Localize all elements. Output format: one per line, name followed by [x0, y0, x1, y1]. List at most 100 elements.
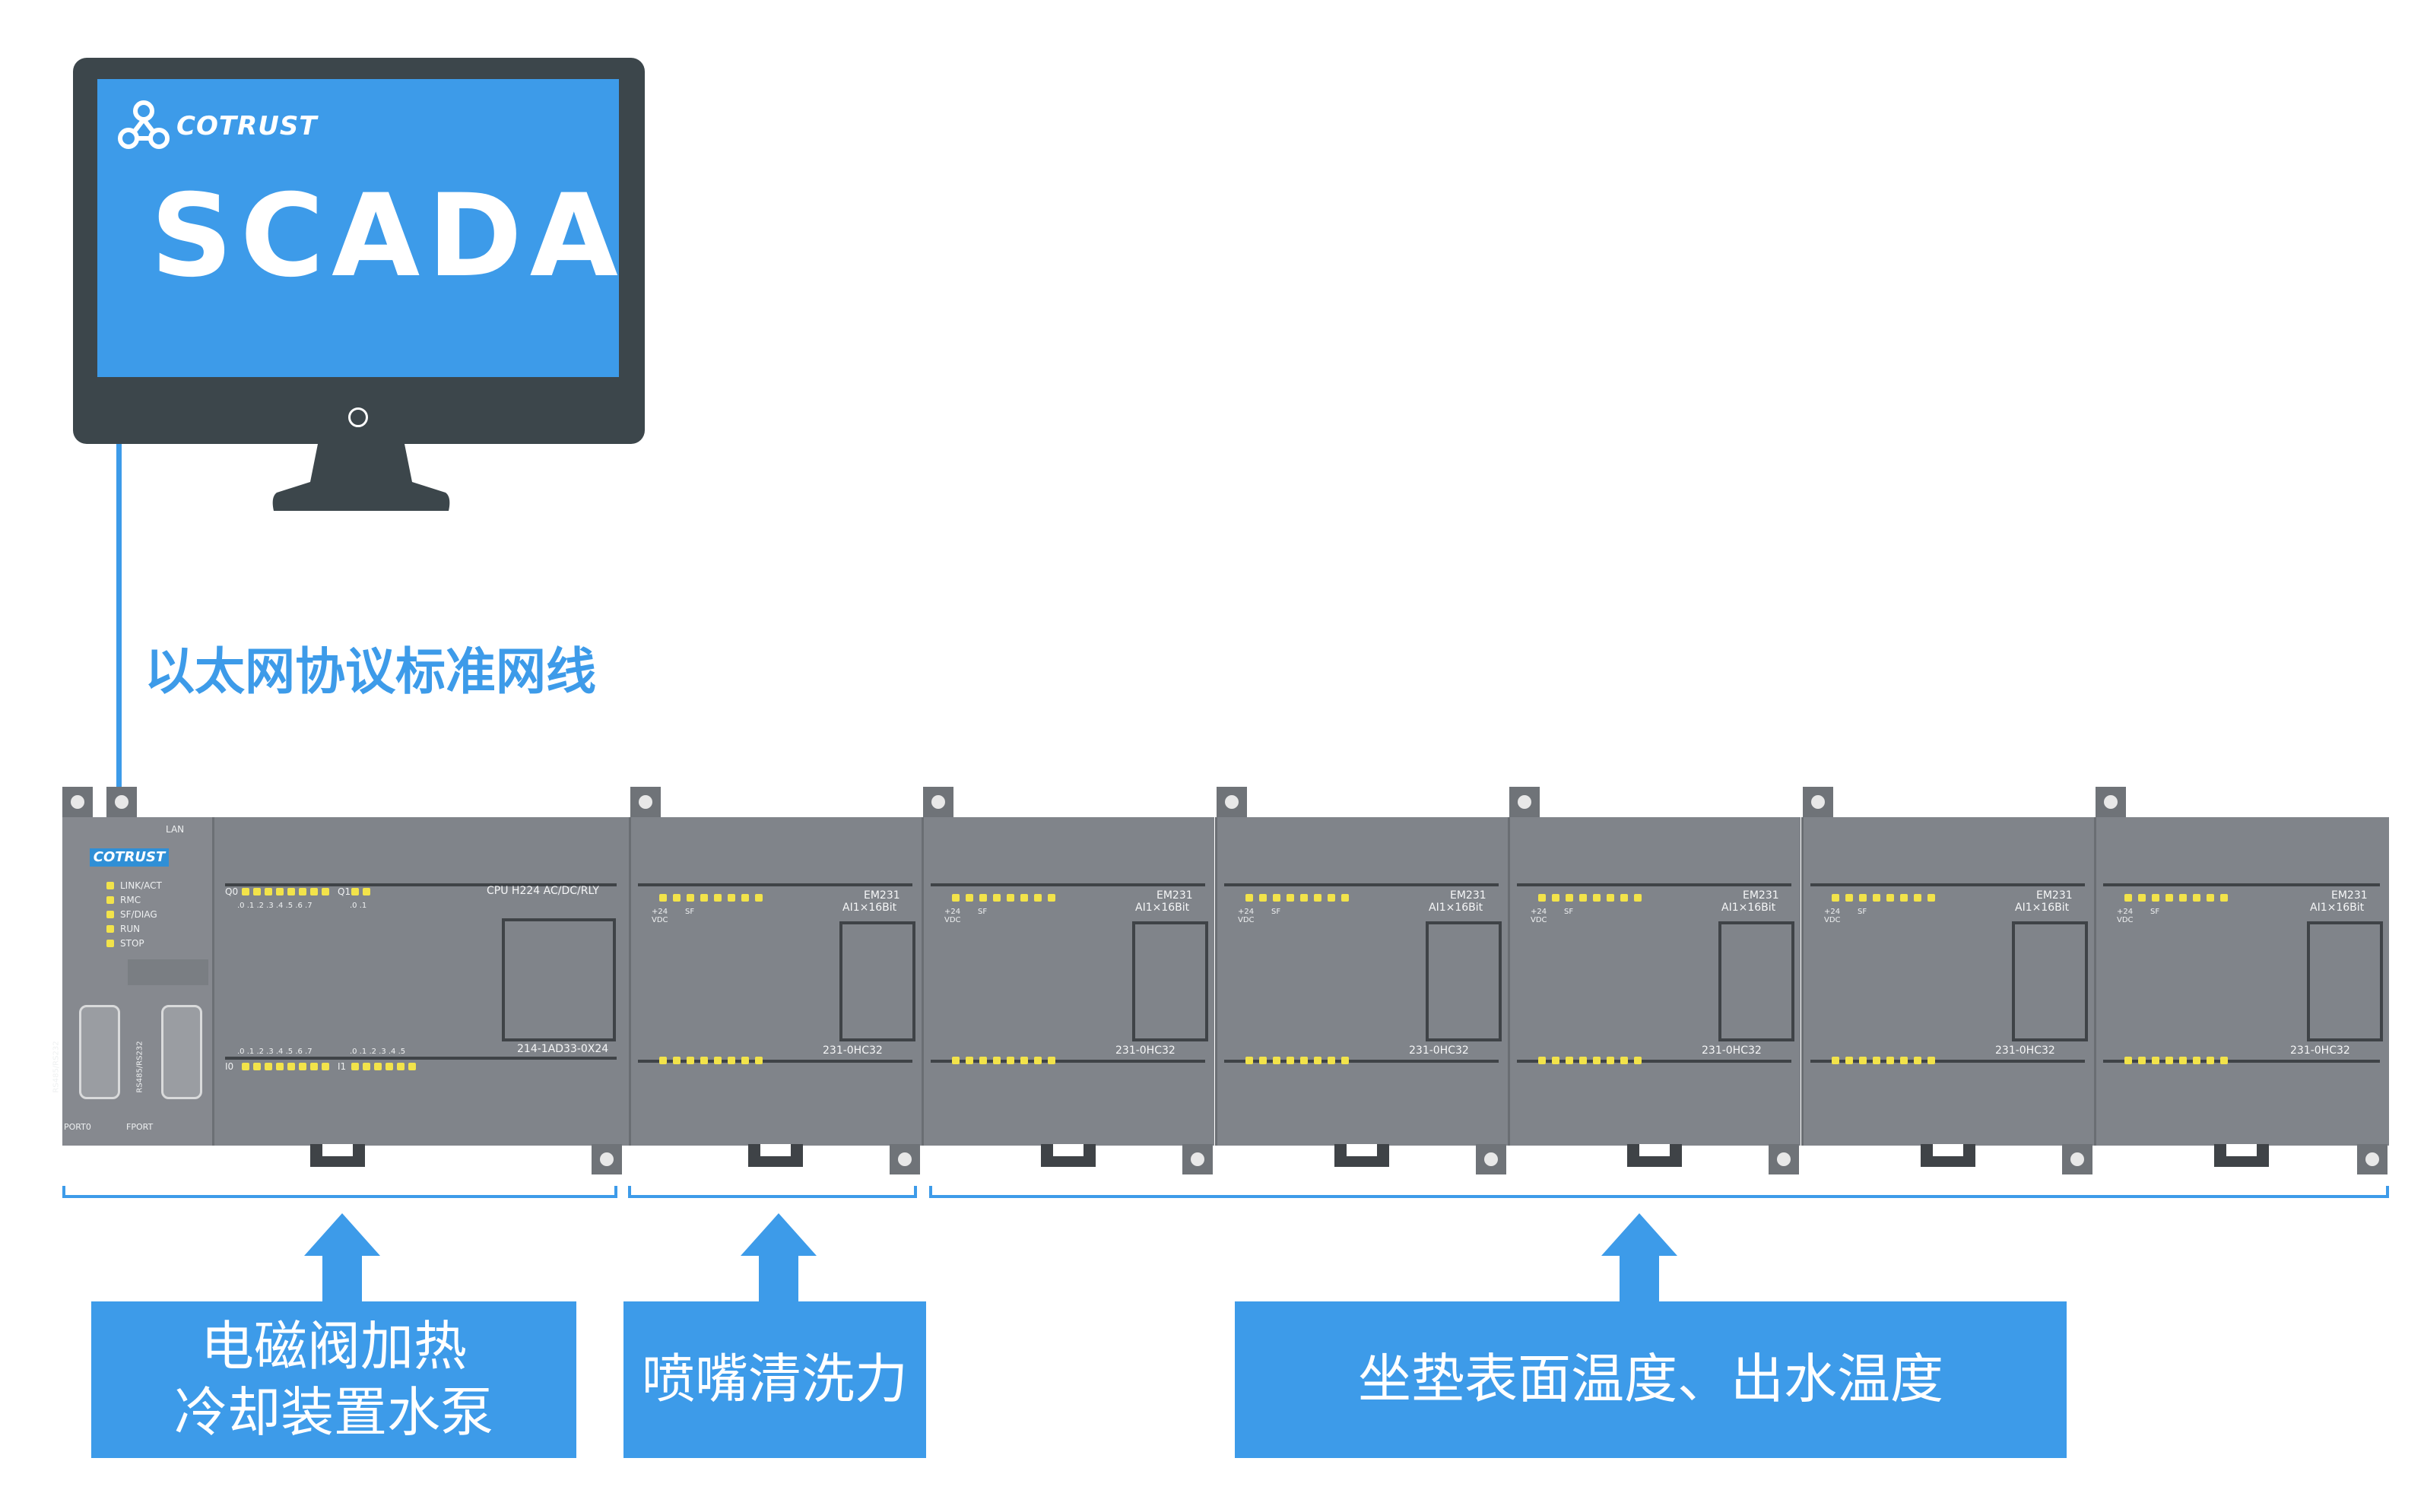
status-led-label: SF/DIAG	[120, 908, 157, 920]
mount-tab	[1476, 1144, 1506, 1174]
module-window	[1132, 921, 1208, 1041]
module-top-strip	[1224, 883, 1499, 886]
cpu-cover	[128, 959, 208, 985]
module-top-strip	[638, 883, 912, 886]
mount-tab	[630, 787, 661, 817]
mount-tab	[2096, 787, 2126, 817]
module-foot	[2214, 1144, 2269, 1167]
i1-label: I1	[338, 1061, 347, 1072]
expansion-module	[1801, 817, 2094, 1146]
module-spec: AI1×16Bit	[2310, 902, 2365, 914]
module-top-led-row	[1245, 894, 1349, 902]
module-top-led-row	[659, 894, 763, 902]
module-vdc-label: +24 VDC	[1238, 908, 1255, 924]
module-part-number: 231-0HC32	[823, 1044, 883, 1057]
module-spec: AI1×16Bit	[1429, 902, 1483, 914]
mount-tab	[890, 1144, 920, 1174]
fport-connector[interactable]	[161, 1005, 202, 1099]
module-bottom-strip	[2103, 1060, 2380, 1063]
bracket-module1	[628, 1186, 917, 1198]
module-spec: AI1×16Bit	[1721, 902, 1776, 914]
led	[106, 895, 114, 904]
bracket-cpu	[62, 1186, 617, 1198]
cotrust-logo-icon	[118, 100, 170, 149]
q1-digits: .0 .1	[350, 902, 367, 910]
status-led-label: RMC	[120, 894, 141, 905]
module-bottom-led-row	[2124, 1057, 2228, 1064]
label-group2: 喷嘴清洗力	[623, 1301, 926, 1458]
module-top-strip	[1517, 883, 1791, 886]
fport-side-label: RS485/RS232	[135, 1041, 144, 1093]
mount-tab	[923, 787, 953, 817]
mount-tab	[106, 787, 137, 817]
module-window	[2307, 921, 2383, 1041]
module-foot	[1040, 1144, 1096, 1167]
power-button-icon	[348, 407, 368, 427]
module-name: EM231	[1743, 889, 1779, 902]
mount-tab	[1769, 1144, 1799, 1174]
status-led-label: LINK/ACT	[120, 880, 162, 891]
module-vdc-label: +24 VDC	[944, 908, 961, 924]
module-bottom-led-row	[1245, 1057, 1349, 1064]
monitor-brand: COTRUST	[176, 111, 318, 141]
q1-led-row	[351, 888, 370, 895]
module-top-led-row	[2124, 894, 2228, 902]
module-window	[2012, 921, 2088, 1041]
i1-digits: .0 .1 .2 .3 .4 .5	[350, 1048, 406, 1056]
module-bottom-strip	[638, 1060, 912, 1063]
cable-label: 以太网协议标准网线	[144, 642, 596, 701]
mount-tab	[2357, 1144, 2388, 1174]
port0-connector[interactable]	[79, 1005, 120, 1099]
module-name: EM231	[2331, 889, 2368, 902]
module-part-number: 231-0HC32	[1115, 1044, 1176, 1057]
module-vdc-label: +24 VDC	[652, 908, 668, 924]
status-led-list: LINK/ACT RMC SF/DIAG RUN STOP	[106, 878, 162, 950]
cpu-brand: COTRUST	[90, 848, 169, 867]
module-sf-label: SF	[1858, 908, 1867, 916]
expansion-module	[922, 817, 1214, 1146]
module-bottom-strip	[1224, 1060, 1499, 1063]
module-bottom-led-row	[1538, 1057, 1642, 1064]
i1-led-row	[351, 1063, 416, 1070]
module-bottom-led-row	[952, 1057, 1055, 1064]
port0-side-label: RS485/RS232	[52, 1041, 61, 1093]
module-spec: AI1×16Bit	[842, 902, 897, 914]
mount-tab	[62, 787, 93, 817]
module-top-strip	[2103, 883, 2380, 886]
expansion-module	[629, 817, 922, 1146]
monitor-screen: COTRUST SCADA	[97, 79, 619, 377]
led	[106, 881, 114, 889]
label-group3: 坐垫表面温度、出水温度	[1235, 1301, 2067, 1458]
module-name: EM231	[1450, 889, 1486, 902]
expansion-module	[1215, 817, 1508, 1146]
cpu-foot	[310, 1144, 365, 1167]
module-sf-label: SF	[978, 908, 988, 916]
module-sf-label: SF	[1564, 908, 1574, 916]
arrow-up-icon	[304, 1213, 380, 1256]
module-part-number: 231-0HC32	[1409, 1044, 1469, 1057]
cpu-model: CPU H224 AC/DC/RLY	[487, 885, 599, 897]
module-name: EM231	[864, 889, 900, 902]
module-spec: AI1×16Bit	[2015, 902, 2070, 914]
arrow-up-icon	[1601, 1213, 1677, 1256]
module-name: EM231	[2036, 889, 2073, 902]
port0-label: PORT0	[64, 1122, 91, 1132]
q0-led-row	[242, 888, 329, 895]
expansion-module	[1508, 817, 1801, 1146]
module-window	[839, 921, 915, 1041]
module-window	[1718, 921, 1794, 1041]
module-spec: AI1×16Bit	[1135, 902, 1190, 914]
module-foot	[1626, 1144, 1682, 1167]
cpu-part-number: 214-1AD33-0X24	[517, 1043, 609, 1055]
bracket-modules-2-6	[929, 1186, 2389, 1198]
module-sf-label: SF	[2150, 908, 2160, 916]
label-group1: 电磁阀加热 冷却装置水泵	[91, 1301, 576, 1458]
module-bottom-led-row	[659, 1057, 763, 1064]
cpu-top-strip	[225, 883, 617, 886]
module-top-led-row	[952, 894, 1055, 902]
arrow-up-icon	[741, 1213, 817, 1256]
arrow-stem	[322, 1254, 362, 1303]
mount-tab	[1803, 787, 1833, 817]
module-top-strip	[931, 883, 1205, 886]
led	[106, 924, 114, 933]
